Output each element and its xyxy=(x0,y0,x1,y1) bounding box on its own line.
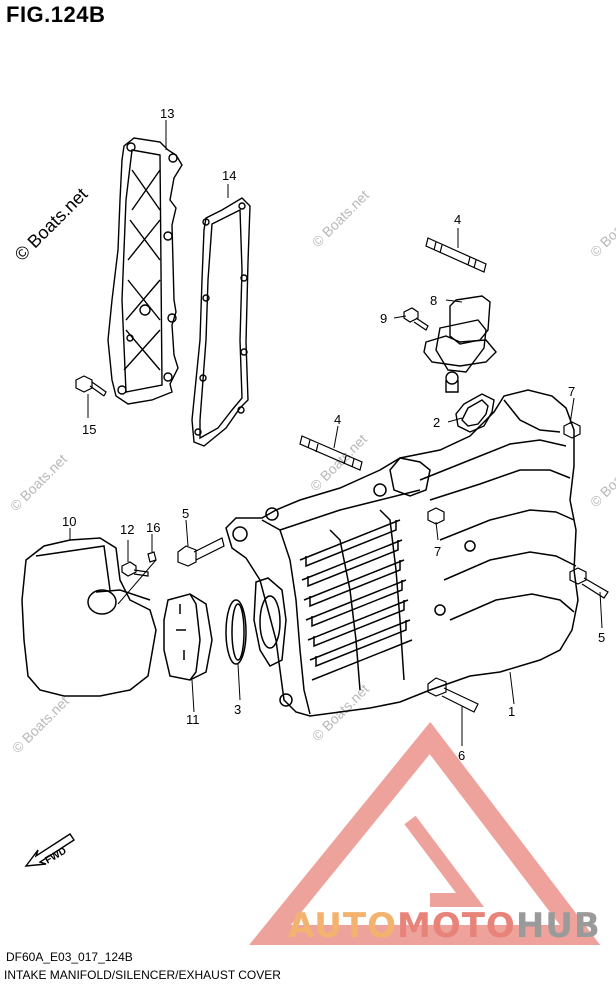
watermark-4: © Boats.net xyxy=(307,431,370,494)
part-3-o-ring xyxy=(225,599,247,665)
callout-2[interactable]: 2 xyxy=(433,415,440,430)
svg-text:15: 15 xyxy=(82,422,96,437)
part-12-screw-icon xyxy=(121,561,149,577)
svg-text:7: 7 xyxy=(568,384,575,399)
brand-part-auto: AUTO xyxy=(288,906,397,946)
svg-text:5: 5 xyxy=(598,630,605,645)
part-2-seal xyxy=(455,393,495,433)
svg-text:10: 10 xyxy=(62,514,76,529)
watermark-5: © Boats.net xyxy=(587,447,616,510)
svg-text:3: 3 xyxy=(234,702,241,717)
callout-10[interactable]: 10 xyxy=(62,514,76,529)
part-16-clip-icon xyxy=(147,551,157,563)
part-9-bolt-icon xyxy=(403,307,429,331)
callout-6[interactable]: 6 xyxy=(458,748,465,763)
svg-text:16: 16 xyxy=(146,520,160,535)
callout-13[interactable]: 13 xyxy=(160,106,174,121)
part-4-stud-lower-icon xyxy=(299,435,363,471)
watermark-6: © Boats.net xyxy=(9,693,72,756)
svg-text:8: 8 xyxy=(430,293,437,308)
svg-text:1: 1 xyxy=(508,704,515,719)
callout-3[interactable]: 3 xyxy=(234,702,241,717)
brand-part-hub: HUB xyxy=(515,906,601,946)
watermark-main: © Boats.net xyxy=(11,184,92,265)
callout-5-left[interactable]: 5 xyxy=(182,506,189,521)
svg-text:13: 13 xyxy=(160,106,174,121)
brand-logo-icon xyxy=(248,721,601,945)
part-7-bolt-upper-icon xyxy=(563,421,581,439)
callout-9[interactable]: 9 xyxy=(380,311,387,326)
part-11-silencer-ring xyxy=(163,593,213,681)
part-5-bolt-left-icon xyxy=(177,537,225,567)
callout-16[interactable]: 16 xyxy=(146,520,160,535)
callout-12[interactable]: 12 xyxy=(120,522,134,537)
part-10-silencer xyxy=(21,537,157,697)
watermark-3: © Boats.net xyxy=(7,451,70,514)
part-14-gasket xyxy=(191,197,251,447)
svg-text:12: 12 xyxy=(120,522,134,537)
svg-text:11: 11 xyxy=(186,712,200,727)
callout-15[interactable]: 15 xyxy=(82,422,96,437)
svg-text:5: 5 xyxy=(182,506,189,521)
callout-4-upper[interactable]: 4 xyxy=(454,212,461,227)
callout-14[interactable]: 14 xyxy=(222,168,236,183)
figure-code: DF60A_E03_017_124B xyxy=(6,950,133,964)
part-15-bolt-icon xyxy=(75,375,107,397)
svg-text:14: 14 xyxy=(222,168,236,183)
svg-text:9: 9 xyxy=(380,311,387,326)
figure-description: INTAKE MANIFOLD/SILENCER/EXHAUST COVER xyxy=(4,968,281,982)
svg-text:7: 7 xyxy=(434,544,441,559)
brand-wordmark: AUTOMOTOHUB xyxy=(288,906,601,946)
svg-text:2: 2 xyxy=(433,415,440,430)
part-6-bolt-icon xyxy=(427,677,479,713)
callout-1[interactable]: 1 xyxy=(508,704,515,719)
brand-part-moto: MOTO xyxy=(396,906,516,946)
part-5-bolt-right-icon xyxy=(569,567,609,599)
svg-text:4: 4 xyxy=(334,412,341,427)
part-4-stud-upper-icon xyxy=(425,237,487,273)
part-8-sensor xyxy=(423,295,497,393)
svg-text:6: 6 xyxy=(458,748,465,763)
callout-7-lower[interactable]: 7 xyxy=(434,544,441,559)
fwd-arrow-icon: FWD xyxy=(24,833,75,867)
part-13-exhaust-cover xyxy=(107,137,183,405)
callout-labels: 13 14 15 4 8 9 2 7 4 5 7 5 6 1 3 11 10 1… xyxy=(62,106,605,763)
watermark-2: © Boats.net xyxy=(587,197,616,260)
callout-8[interactable]: 8 xyxy=(430,293,437,308)
part-7-bolt-lower-icon xyxy=(427,507,445,525)
callout-4-lower[interactable]: 4 xyxy=(334,412,341,427)
svg-text:4: 4 xyxy=(454,212,461,227)
callout-5-right[interactable]: 5 xyxy=(598,630,605,645)
part-1-intake-manifold xyxy=(225,389,579,717)
watermark-1: © Boats.net xyxy=(309,187,372,250)
leader-lines xyxy=(69,120,603,746)
figure-title: FIG.124B xyxy=(6,2,106,27)
callout-11[interactable]: 11 xyxy=(186,712,200,727)
callout-7-upper[interactable]: 7 xyxy=(568,384,575,399)
